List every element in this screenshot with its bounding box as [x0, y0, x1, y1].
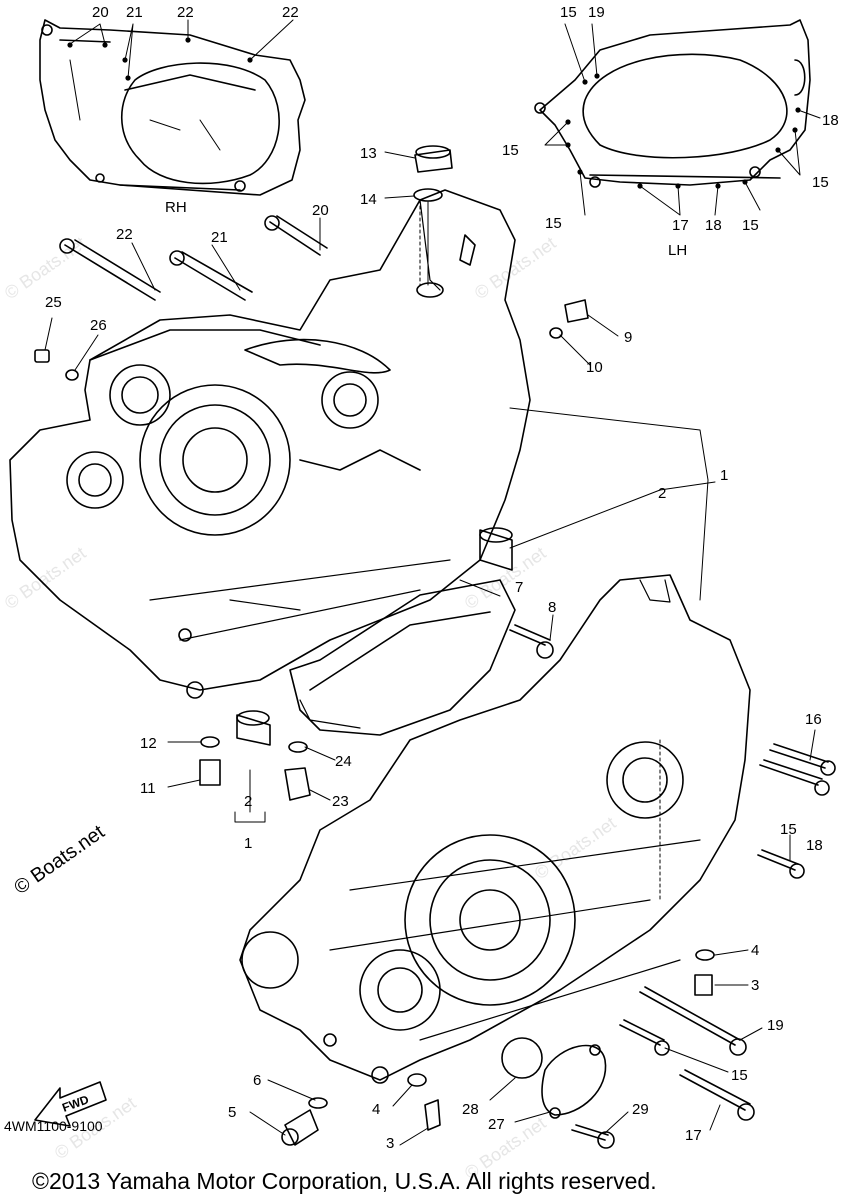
callout-1: 1: [244, 835, 252, 852]
ghost-watermark: © Boats.net: [1, 233, 90, 303]
callout-22: 22: [116, 226, 133, 243]
callout-15: 15: [560, 4, 577, 21]
callout-16: 16: [805, 711, 822, 728]
callout-28: 28: [462, 1101, 479, 1118]
callout-23: 23: [332, 793, 349, 810]
callout-6: 6: [253, 1072, 261, 1089]
callout-5: 5: [228, 1104, 236, 1121]
callout-29: 29: [632, 1101, 649, 1118]
fwd-arrow: FWD: [34, 1081, 107, 1127]
callout-15: 15: [812, 174, 829, 191]
callout-15: 15: [731, 1067, 748, 1084]
callout-15: 15: [545, 215, 562, 232]
callout-13: 13: [360, 145, 377, 162]
rh-inset-label: RH: [165, 199, 187, 216]
ghost-watermark: © Boats.net: [461, 543, 550, 613]
callout-1: 1: [720, 467, 728, 484]
o-ring-28: [501, 1037, 543, 1079]
callout-9: 9: [624, 329, 632, 346]
callout-20: 20: [92, 4, 109, 21]
callout-15: 15: [742, 217, 759, 234]
ghost-watermark: © Boats.net: [531, 813, 620, 883]
callout-22: 22: [282, 4, 299, 21]
boats-net-watermark: © Boats.net: [10, 821, 109, 899]
callout-17: 17: [672, 217, 689, 234]
right-crankcase-half: [9, 189, 531, 699]
lh-inset-label: LH: [668, 242, 687, 259]
callout-12: 12: [140, 735, 157, 752]
callout-25: 25: [45, 294, 62, 311]
callout-21: 21: [211, 229, 228, 246]
callout-19: 19: [588, 4, 605, 21]
callout-15: 15: [502, 142, 519, 159]
callout-18: 18: [806, 837, 823, 854]
callout-2: 2: [658, 485, 666, 502]
callout-7: 7: [515, 579, 523, 596]
leader-lines: [44, 151, 816, 1146]
callout-10: 10: [586, 359, 603, 376]
fasteners: [34, 145, 836, 1149]
callout-18: 18: [822, 112, 839, 129]
callout-24: 24: [335, 753, 352, 770]
crankcase-cover: [289, 579, 516, 736]
lh-inset-crankcase: [534, 19, 821, 216]
callout-17: 17: [685, 1127, 702, 1144]
callout-3: 3: [386, 1135, 394, 1152]
callout-4: 4: [372, 1101, 380, 1118]
callout-14: 14: [360, 191, 377, 208]
callout-15: 15: [780, 821, 797, 838]
washer-26: [65, 369, 79, 381]
ghost-watermark: © Boats.net: [1, 543, 90, 613]
callout-22: 22: [177, 4, 194, 21]
part-code: 4WM1100-9100: [4, 1118, 103, 1134]
callout-18: 18: [705, 217, 722, 234]
callout-21: 21: [126, 4, 143, 21]
bolt-25: [34, 349, 50, 363]
o-ring-14: [413, 188, 443, 202]
callout-4: 4: [751, 942, 759, 959]
callout-19: 19: [767, 1017, 784, 1034]
callout-11: 11: [140, 780, 156, 797]
callout-3: 3: [751, 977, 759, 994]
rh-inset-crankcase: [39, 19, 306, 196]
copyright-notice: ©2013 Yamaha Motor Corporation, U.S.A. A…: [32, 1168, 657, 1194]
callout-numbers: 20 21 22 22 15 19 18 15 15 15 17 18 15 1…: [45, 4, 839, 1152]
callout-2: 2: [244, 793, 252, 810]
callout-20: 20: [312, 202, 329, 219]
callout-8: 8: [548, 599, 556, 616]
callout-26: 26: [90, 317, 107, 334]
callout-27: 27: [488, 1116, 505, 1133]
left-crankcase-half: [239, 574, 751, 1084]
